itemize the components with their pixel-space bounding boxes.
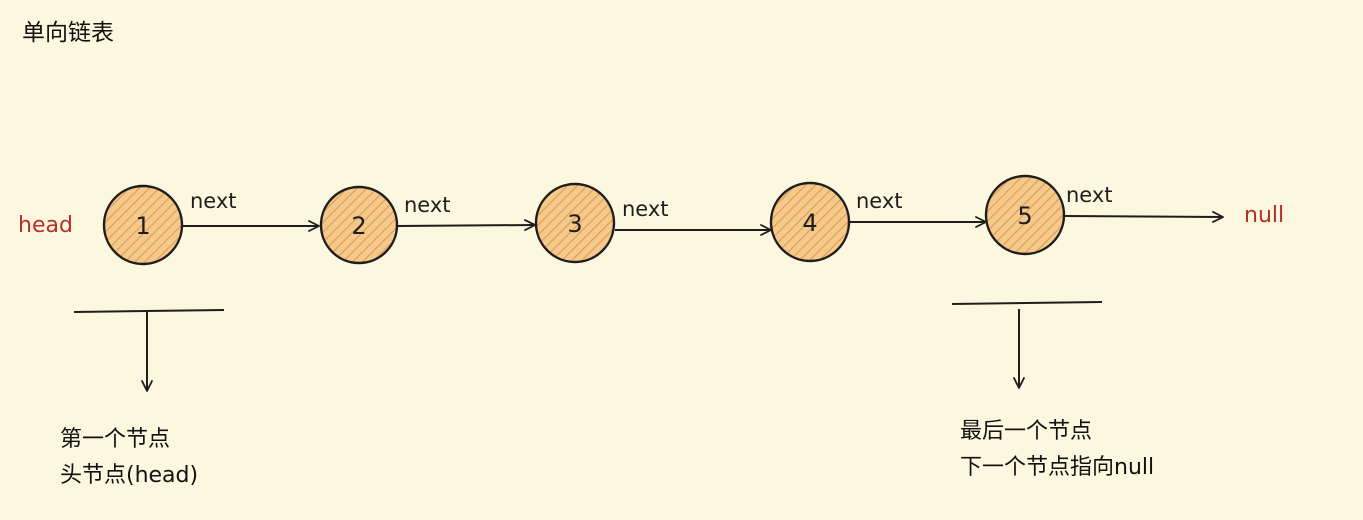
next-label-3: next [622, 197, 669, 221]
list-node-4: 4 [769, 181, 851, 263]
list-node-1: 1 [102, 184, 184, 266]
last-node-note-line2: 下一个节点指向null [960, 455, 1155, 480]
node-value-5: 5 [1017, 202, 1032, 230]
node-circle-1 [102, 184, 184, 266]
node-value-1: 1 [135, 212, 150, 240]
first-node-note-line2: 头节点(head) [60, 463, 199, 488]
node-value-3: 3 [567, 210, 582, 238]
head-label: head [18, 213, 73, 238]
last-node-pointer [951, 301, 1103, 389]
null-label: null [1244, 203, 1284, 228]
node-circle-5 [984, 174, 1066, 256]
first-node-note: 第一个节点 头节点(head) [60, 422, 198, 494]
page-title: 单向链表 [22, 20, 114, 46]
next-arrow-2 [397, 219, 536, 231]
list-node-2: 2 [319, 185, 399, 265]
first-node-pointer [73, 309, 225, 392]
first-node-note-line1: 第一个节点 [60, 427, 171, 452]
next-label-1: next [190, 189, 237, 213]
list-node-3: 3 [534, 182, 616, 264]
list-node-5: 5 [984, 174, 1066, 256]
last-node-note-line1: 最后一个节点 [960, 419, 1093, 444]
next-label-2: next [404, 193, 451, 217]
node-circle-4 [769, 181, 851, 263]
next-arrow-5 [1064, 211, 1224, 223]
node-value-2: 2 [351, 212, 366, 240]
node-circle-2 [319, 185, 399, 265]
next-label-5: next [1066, 183, 1113, 207]
next-label-4: next [856, 189, 903, 213]
node-circle-3 [534, 182, 616, 264]
last-node-note: 最后一个节点 下一个节点指向null [960, 414, 1154, 486]
node-value-4: 4 [802, 209, 817, 237]
